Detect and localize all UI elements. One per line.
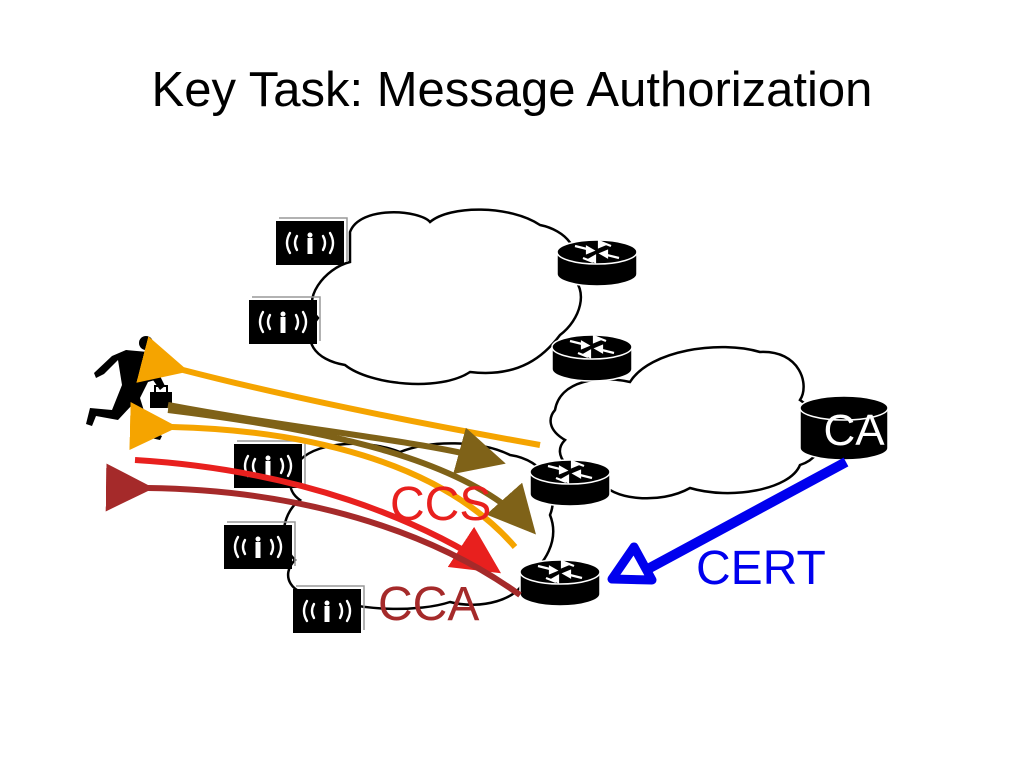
orange-arrow-bottom (129, 402, 518, 549)
ccs-arrow (134, 457, 502, 574)
router-icon (528, 458, 612, 508)
router-icon (555, 238, 639, 288)
ca-label: CA (823, 406, 885, 455)
running-businessman-icon (86, 336, 172, 440)
router-icon (550, 333, 634, 383)
router-icon (518, 558, 602, 608)
cert-label: CERT (696, 542, 826, 595)
olive-arrow-bottom (167, 407, 536, 535)
network-cloud-top (308, 208, 583, 386)
cca-label: CCA (378, 578, 479, 631)
ccs-label: CCS (390, 478, 491, 531)
access-point-icon (222, 520, 297, 571)
cert-arrow (607, 457, 849, 585)
access-point-icon (274, 216, 349, 267)
access-point-icon (291, 584, 366, 635)
cca-arrow (105, 463, 522, 598)
certificate-authority-icon (799, 395, 889, 461)
access-point-icon (247, 295, 322, 346)
slide-title: Key Task: Message Authorization (151, 63, 873, 117)
